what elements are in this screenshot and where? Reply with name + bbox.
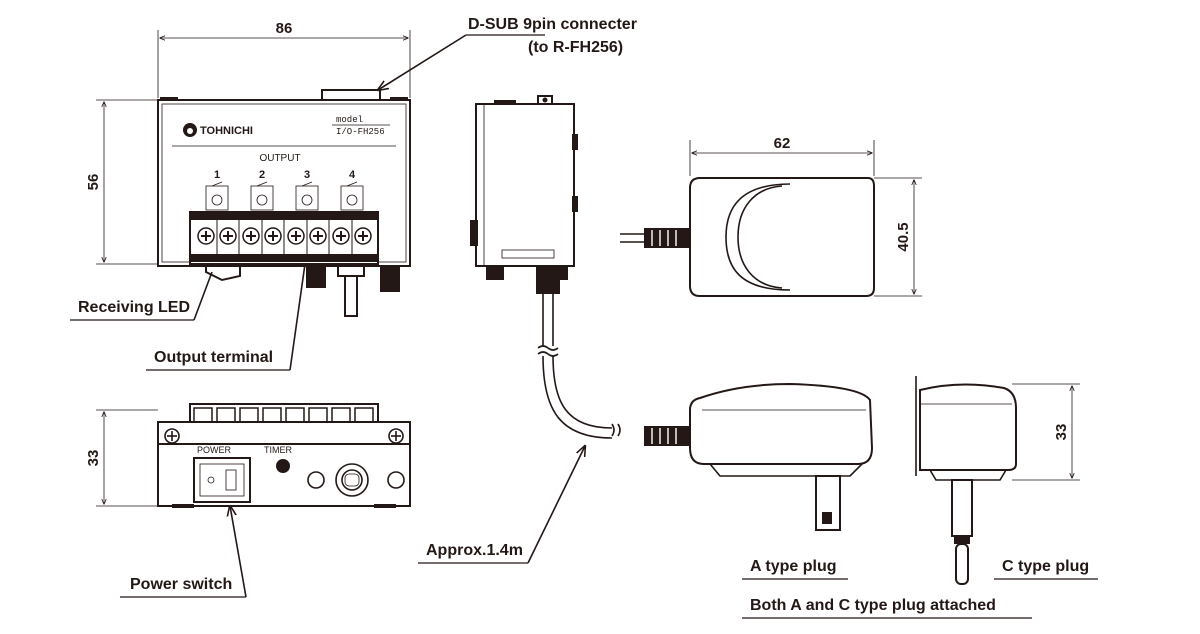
side-body [475,103,575,267]
timer-caption: TIMER [264,445,292,455]
dsub-label-line1: D-SUB 9pin connecter [468,16,637,33]
channel-1-label: 1 [214,169,220,181]
adapter-strain-relief [644,228,690,248]
power-switch-leader [230,506,247,598]
receiving-led [205,265,241,282]
channel-2-label: 2 [259,169,265,181]
channel-4-label: 4 [349,169,356,181]
output-terminal-leader [289,263,306,371]
front-flange [157,421,411,445]
power-switch[interactable] [193,457,251,503]
indicator-left [307,471,325,489]
cable-bushing-left [306,266,326,288]
channel-symbols [205,181,364,211]
dsub-leader-line [378,34,467,90]
adapter-top-view: 62 40.5 [620,135,922,297]
adapter-cable [542,355,613,439]
receiving-led-label: Receiving LED [78,299,190,316]
output-caption: OUTPUT [259,153,300,164]
front-view-unit: 33 POWER TIMER [85,403,411,508]
side-cable [542,294,554,346]
timer-knob[interactable] [276,459,290,473]
side-strain-relief [536,266,560,294]
a-plug-body [689,382,874,465]
model-name: I/O-FH256 [336,127,385,137]
cable-bushing-right [380,266,400,292]
a-type-plug-drawing [644,382,874,531]
top-view-unit: 86 56 TOHNICHI model I/O-FH256 OUTPUT 1 … [85,20,411,317]
channel-3-label: 3 [304,169,310,181]
power-caption: POWER [197,445,232,455]
dc-jack [335,463,369,497]
receiving-led-leader [193,271,213,321]
width-dimension-label: 86 [276,20,293,37]
indicator-right [387,471,405,489]
side-view-unit [470,95,621,439]
dsub-connector [321,89,381,101]
height-dimension-label: 56 [85,174,102,191]
output-terminal-label: Output terminal [154,349,273,366]
adapter-body [689,177,875,297]
dsub-cable-stub [344,275,358,317]
c-type-plug-drawing: 33 [915,376,1080,585]
brand-label: TOHNICHI [200,125,253,137]
a-plug-strain-relief [644,426,690,446]
both-plugs-label: Both A and C type plug attached [750,597,996,614]
c-plug-pin-tip [955,543,969,585]
a-type-plug-label: A type plug [750,558,837,575]
model-caption: model [336,115,363,125]
cable-length-label: Approx.1.4m [426,542,523,559]
power-switch-label: Power switch [130,576,232,593]
front-height-dimension-label: 33 [85,450,102,467]
c-plug-body [919,383,1017,471]
dsub-label-line2: (to R-FH256) [528,39,623,56]
cable-length-leader [527,446,585,564]
output-terminal-block [189,211,379,265]
c-type-plug-label: C type plug [1002,558,1089,575]
c-plug-pin [951,479,973,537]
plug-height-label: 33 [1053,424,1070,441]
adapter-height-label: 40.5 [895,222,912,251]
adapter-width-label: 62 [774,135,791,152]
